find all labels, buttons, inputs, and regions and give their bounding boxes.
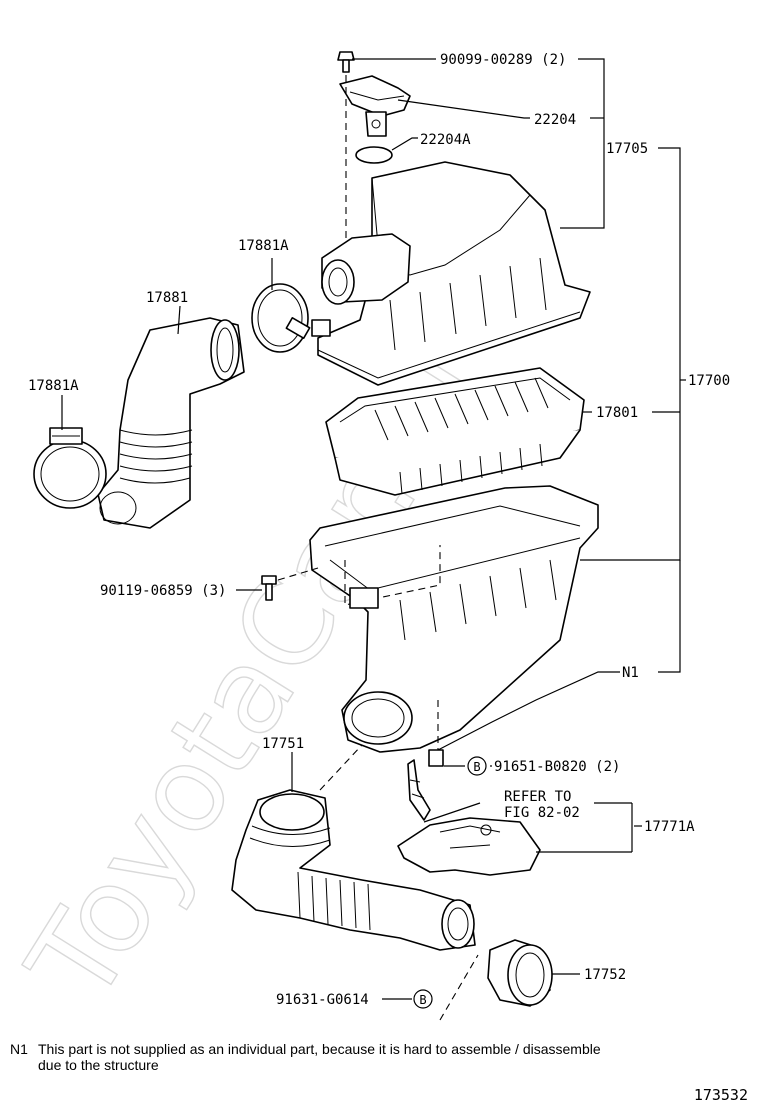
bolt-90119-illustration [261,567,319,601]
filter-element-illustration [325,367,585,496]
badge-b-lower-text: B [419,993,426,1007]
badge-b-upper: B [467,756,487,776]
label-element-17801: 17801 [596,405,638,421]
footnote-text-1: This part is not supplied as an individu… [38,1041,601,1057]
grommet-illustration [487,939,553,1007]
air-cleaner-case-illustration [309,485,599,760]
footnote-line-1: N1 This part is not supplied as an indivi… [10,1041,730,1057]
gasket-illustration [355,146,393,164]
footnote-key: N1 [10,1041,28,1057]
label-note-n1: N1 [622,665,639,681]
label-bracket-17771a: 17771A [644,819,695,835]
label-grommet-17752: 17752 [584,967,626,983]
outlet-hose-illustration [231,789,476,951]
leader-lines [61,58,686,1000]
footnote: N1 This part is not supplied as an indivi… [10,1041,730,1073]
label-hose-17881: 17881 [146,290,188,306]
screw-illustration [337,51,355,73]
label-sensor-22204: 22204 [534,112,576,128]
hose-dash-line [319,744,363,791]
intake-hose-illustration [97,317,245,529]
label-refer-line2: FIG 82-02 [504,805,580,821]
label-clamp-17881a-left: 17881A [28,378,79,394]
label-bolt-91631: 91631-G0614 [276,992,369,1008]
label-gasket-22204a: 22204A [420,132,471,148]
air-cleaner-cap-illustration [311,161,591,386]
label-cap-17705: 17705 [606,141,648,157]
label-clamp-17881a-top: 17881A [238,238,289,254]
bolt-91651-illustration [428,749,444,767]
label-cleaner-17700: 17700 [688,373,730,389]
bracket-illustration [397,759,541,876]
badge-b-upper-text: B [473,760,480,774]
label-bolt-91651: 91651-B0820 (2) [494,759,620,775]
label-hose-17751: 17751 [262,736,304,752]
footnote-text-2: due to the structure [38,1057,159,1073]
clamp-left-illustration [33,427,107,509]
air-flow-sensor-illustration [339,75,411,137]
figure-number: 173532 [693,1086,748,1104]
grommet-dash-line [439,954,479,1021]
label-bolt-90119: 90119-06859 (3) [100,583,226,599]
badge-b-lower: B [413,989,433,1009]
label-screw-90099: 90099-00289 (2) [440,52,566,68]
clamp-top-illustration [251,283,311,353]
label-refer-line1: REFER TO [504,789,571,805]
